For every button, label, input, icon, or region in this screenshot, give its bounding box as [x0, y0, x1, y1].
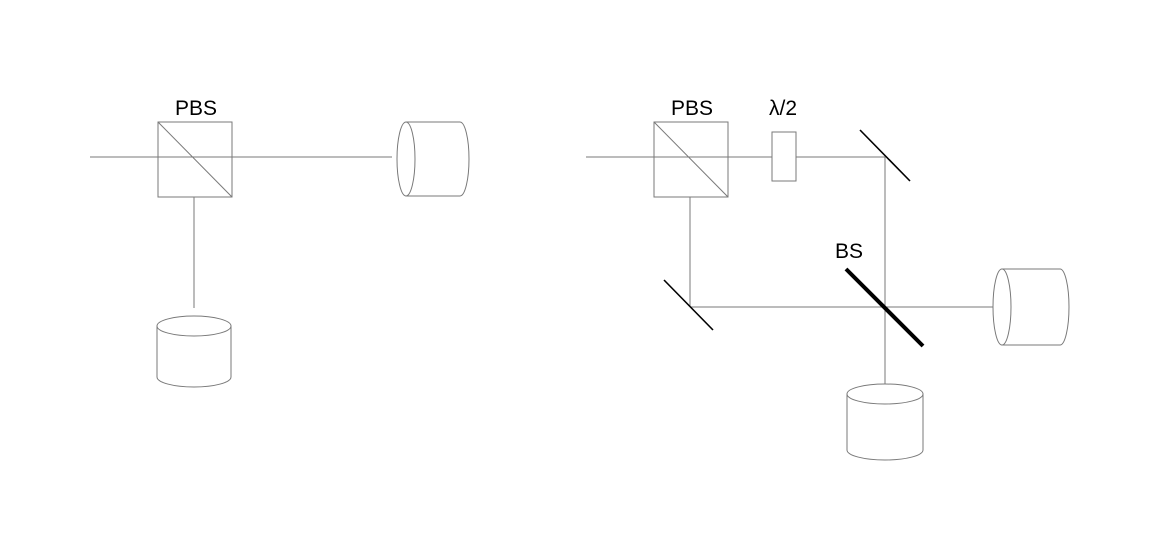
left-detector-horizontal	[396, 121, 470, 197]
top-right-mirror	[859, 129, 911, 182]
left-setup: PBS	[90, 97, 470, 388]
half-wave-plate-label: λ/2	[769, 97, 797, 120]
beam-splitter-label: BS	[835, 240, 863, 263]
right-pbs-label: PBS	[671, 97, 713, 120]
left-pbs-label: PBS	[175, 97, 217, 120]
right-detector-horizontal	[992, 268, 1070, 346]
right-pbs-cube	[653, 121, 729, 198]
beam-splitter	[844, 267, 925, 348]
right-detector-vertical	[846, 383, 924, 461]
left-detector-vertical	[156, 315, 232, 388]
bottom-left-mirror	[663, 279, 714, 331]
half-wave-plate	[771, 131, 797, 182]
left-pbs-cube	[157, 121, 233, 198]
right-setup: PBS λ/2 BS	[586, 97, 1070, 461]
